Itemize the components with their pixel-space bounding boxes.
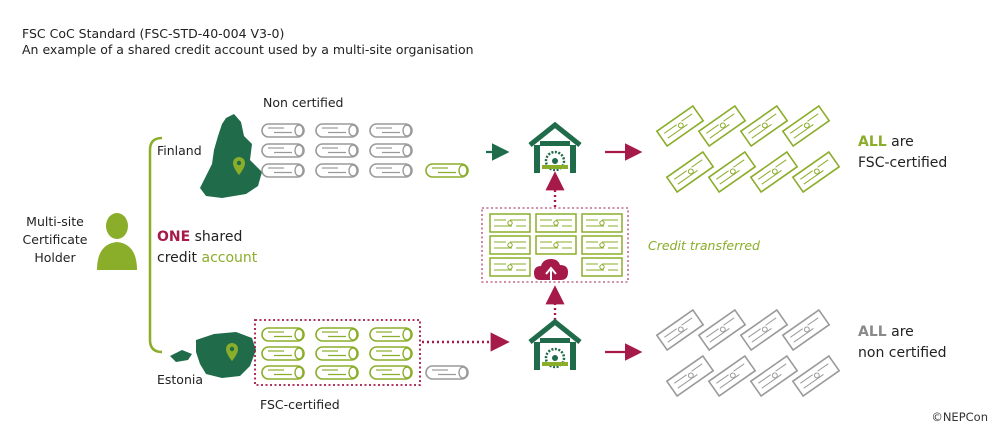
- output-boards-fsc: [656, 105, 840, 193]
- finland-log-pile: [261, 123, 469, 178]
- site-bracket: [148, 136, 163, 354]
- output-bottom-label: ALL are non certified: [858, 324, 947, 361]
- estonia-map-icon: [170, 332, 256, 378]
- output-boards-non-certified: [656, 309, 840, 397]
- copyright: ©NEPCon: [931, 410, 988, 424]
- shared-account-label: ONE shared credit account: [157, 229, 258, 266]
- site-label-finland: Finland: [157, 143, 202, 158]
- non-certified-label: Non certified: [263, 95, 344, 110]
- site-label-estonia: Estonia: [157, 372, 204, 387]
- estonia-certified-box: [254, 319, 421, 386]
- credit-transferred-label: Credit transferred: [648, 238, 760, 253]
- sawmill-icon-top: [530, 125, 580, 173]
- page-subtitle: An example of a shared credit account us…: [22, 42, 474, 57]
- fsc-certified-label: FSC-certified: [260, 397, 340, 412]
- credit-account-box: [481, 207, 629, 283]
- person-icon: [97, 213, 137, 270]
- cloud-upload-icon: [534, 259, 568, 281]
- holder-label: Multi-site Certificate Holder: [22, 214, 88, 265]
- sawmill-icon-bottom: [530, 322, 580, 370]
- estonia-log-pile: [261, 327, 469, 380]
- page-title: FSC CoC Standard (FSC-STD-40-004 V3-0): [22, 26, 285, 41]
- finland-map-icon: [200, 114, 262, 198]
- output-top-label: ALL are FSC-certified: [858, 134, 948, 171]
